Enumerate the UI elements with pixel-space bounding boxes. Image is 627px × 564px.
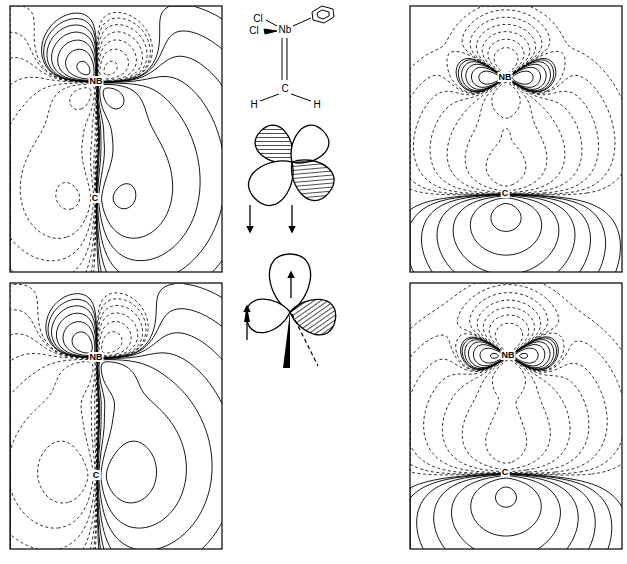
positive-contour <box>66 49 173 238</box>
positive-contour <box>470 71 541 255</box>
orbital-lobe <box>244 295 292 334</box>
positive-contour <box>434 342 578 549</box>
positive-contour <box>58 40 200 261</box>
atom-label: NB <box>501 350 516 360</box>
negative-contour <box>10 299 146 549</box>
negative-contour <box>486 48 526 186</box>
positive-contour <box>410 337 622 549</box>
negative-contour <box>56 61 118 209</box>
negative-contour <box>410 285 622 474</box>
negative-contour <box>413 17 598 194</box>
positive-contour <box>52 306 222 549</box>
atom-label: C <box>501 467 510 477</box>
contour-plot <box>10 283 224 551</box>
atom-label: C <box>91 193 100 203</box>
atom-label: H <box>312 99 321 110</box>
atom-label: C <box>280 83 289 94</box>
positive-contour <box>437 64 575 272</box>
atom-label: C <box>92 470 101 480</box>
negative-contour <box>424 300 589 473</box>
negative-contour <box>410 6 622 195</box>
positive-contour <box>47 25 222 272</box>
positive-contour <box>410 58 620 272</box>
positive-contour <box>77 61 136 208</box>
wedge-bond <box>283 312 290 368</box>
orbital-lobe <box>280 148 341 207</box>
displacement-arrow <box>290 272 291 298</box>
atom-label: NB <box>89 352 104 362</box>
panel-frame <box>410 6 622 272</box>
positive-contour <box>491 204 521 232</box>
atom-label: C <box>501 188 510 198</box>
negative-contour <box>410 293 607 474</box>
positive-contour <box>452 345 561 549</box>
hashed-bond <box>292 314 318 366</box>
negative-contour <box>10 32 143 272</box>
negative-contour <box>10 284 148 549</box>
positive-contour <box>42 6 222 272</box>
positive-contour <box>48 299 222 549</box>
atom-label: NB <box>89 76 104 86</box>
panel-frame <box>410 283 622 549</box>
negative-contour <box>10 18 150 272</box>
atom-label: NB <box>498 72 513 82</box>
negative-contour <box>465 39 547 191</box>
panel-frame <box>10 6 222 272</box>
positive-contour <box>490 353 527 507</box>
negative-contour <box>410 283 622 475</box>
displacement-arrow <box>291 205 292 232</box>
negative-contour <box>486 323 527 463</box>
negative-contour <box>462 315 550 470</box>
positive-contour <box>410 60 606 272</box>
negative-contour <box>447 32 565 193</box>
negative-contour <box>10 40 136 261</box>
atom-label: H <box>249 99 258 110</box>
negative-contour <box>410 10 615 194</box>
negative-contour <box>38 441 88 503</box>
contour-plot <box>410 6 624 274</box>
atom-label: Nb <box>278 24 293 35</box>
positive-contour <box>106 441 156 503</box>
panel-frame <box>10 283 222 549</box>
structure-formula <box>260 6 334 101</box>
displacement-arrow <box>249 205 250 232</box>
positive-contour <box>422 62 591 272</box>
negative-contour <box>10 6 152 272</box>
positive-contour <box>453 67 559 272</box>
negative-contour <box>430 24 582 193</box>
negative-contour <box>10 25 147 272</box>
positive-contour <box>410 338 612 549</box>
positive-contour <box>52 32 222 272</box>
contour-plot <box>10 6 224 274</box>
negative-contour <box>10 305 143 549</box>
atom-label: Cl <box>252 13 263 24</box>
positive-contour <box>46 283 222 549</box>
orbital-schematic <box>241 119 340 368</box>
negative-contour <box>10 332 122 528</box>
displacement-arrow <box>246 306 247 340</box>
negative-contour <box>20 49 128 238</box>
negative-contour <box>10 321 131 549</box>
contour-plot <box>410 283 624 551</box>
positive-contour <box>44 19 222 272</box>
positive-contour <box>471 348 542 536</box>
positive-contour <box>417 340 596 549</box>
orbital-lobe <box>287 295 338 338</box>
negative-contour <box>10 313 138 549</box>
atom-label: Cl <box>248 25 259 36</box>
negative-contour <box>442 307 570 471</box>
